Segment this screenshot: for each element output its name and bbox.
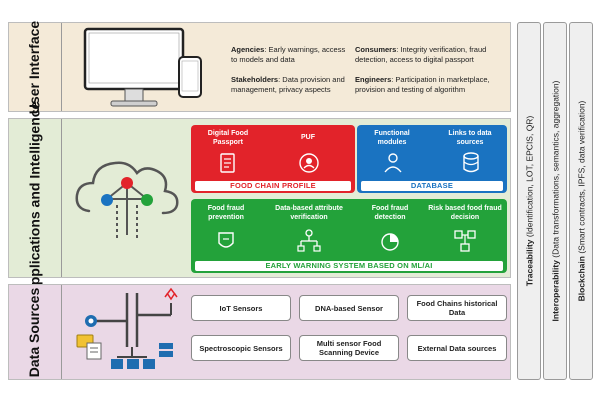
source-multi-sensor-device: Multi sensor Food Scanning Device [299, 335, 399, 361]
database-title: DATABASE [410, 181, 454, 190]
prevention-icon [218, 232, 234, 248]
detection-pie-icon [381, 233, 399, 251]
source-dna-sensor: DNA-based Sensor [299, 295, 399, 321]
applications-layer: Applications and Intelligence Digital Fo… [8, 101, 511, 295]
data-sources-layer: Data Sources IoT Sensors DNA-based Senso… [8, 284, 511, 380]
digital-food-passport-label: Digital Food Passport [207, 130, 249, 146]
source-iot-sensors: IoT Sensors [191, 295, 291, 321]
risk-decision-icon [454, 230, 476, 252]
stakeholders-text: Stakeholders: Data provision and managem… [231, 75, 345, 94]
applications-label: Applications and Intelligence [9, 101, 62, 295]
source-historical-data: Food Chains historical Data [407, 295, 507, 321]
engineers-text: Engineers: Participation in marketplace,… [355, 75, 490, 94]
functional-modules-label: Functional modules [374, 130, 410, 146]
risk-based-decision-label: Risk based food fraud decision [428, 205, 502, 221]
computer-monitor-icon [83, 27, 185, 107]
food-fraud-prevention-label: Food fraud prevention [207, 205, 245, 221]
food-fraud-detection-label: Food fraud detection [371, 205, 409, 221]
database-panel: Functional modules Links to data sources… [357, 125, 507, 193]
verification-network-icon [297, 229, 321, 252]
interoperability-bar: Interoperability (Data transformations, … [543, 22, 567, 380]
attribute-verification-label: Data-based attribute verification [275, 205, 343, 221]
puf-network-icon [299, 153, 319, 173]
links-to-data-sources-label: Links to data sources [448, 130, 492, 146]
traceability-bar: Traceability (Identification, LOT, EPCIS… [517, 22, 541, 380]
database-icon [463, 152, 479, 173]
data-sources-label: Data Sources [9, 285, 62, 379]
food-chain-profile-title: FOOD CHAIN PROFILE [230, 181, 316, 190]
early-warning-title: EARLY WARNING SYSTEM BASED ON ML/AI [265, 261, 433, 270]
user-interface-label: User Interface [9, 20, 62, 114]
cloud-network-icon [75, 161, 179, 239]
consumers-text: Consumers: Integrity verification, fraud… [355, 45, 487, 64]
agencies-text: Agencies: Early warnings, access to mode… [231, 45, 346, 64]
user-interface-layer: User Interface Agencies: Early warnings,… [8, 20, 511, 114]
source-spectroscopic-sensors: Spectroscopic Sensors [191, 335, 291, 361]
smartphone-icon [178, 56, 202, 98]
food-chain-profile-panel: Digital Food Passport PUF FOOD CHAIN PRO… [191, 125, 355, 193]
early-warning-panel: Food fraud prevention Data-based attribu… [191, 199, 507, 273]
blockchain-bar: Blockchain (Smart contracts, IPFS, data … [569, 22, 593, 380]
functional-modules-icon [384, 153, 402, 173]
passport-icon [220, 153, 235, 173]
source-external-data: External Data sources [407, 335, 507, 361]
data-pipeline-icon [76, 287, 178, 369]
puf-label: PUF [301, 134, 315, 141]
